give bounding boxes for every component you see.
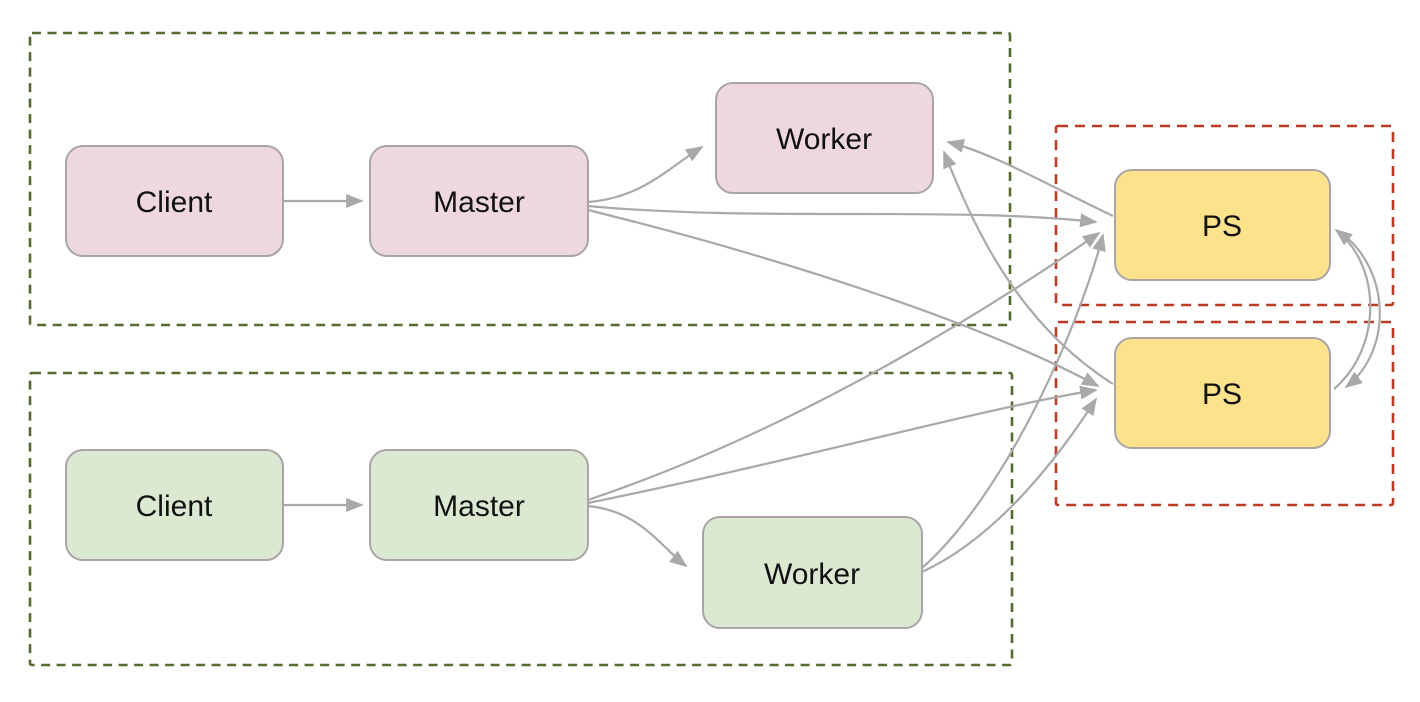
worker-top-label: Worker: [776, 123, 872, 156]
edge-ps-bottom-to-worker-top: [942, 150, 1114, 385]
ps-bottom-label: PS: [1202, 378, 1242, 411]
client-top-label: Client: [136, 186, 213, 219]
node-master-bottom: Master: [369, 449, 589, 561]
ps-top-label: PS: [1202, 210, 1242, 243]
ps-group-bottom-border: [1054, 320, 1395, 507]
node-worker-top: Worker: [715, 82, 934, 194]
group-top-border: [28, 31, 1012, 327]
edge-worker-bottom-to-ps-bottom: [921, 397, 1097, 573]
node-worker-bottom: Worker: [702, 516, 923, 629]
group-bottom-border: [28, 371, 1014, 667]
client-bottom-label: Client: [136, 490, 213, 523]
worker-bottom-box: [702, 516, 923, 629]
client-bottom-box: [65, 449, 284, 561]
edge-master-top-to-worker-top: [587, 146, 704, 204]
edge-ps-top-to-ps-bottom: [1339, 231, 1381, 389]
edge-master-bottom-to-ps-top: [587, 231, 1101, 502]
edge-ps-top-to-worker-top: [946, 139, 1114, 217]
node-ps-top: PS: [1114, 169, 1331, 281]
master-bottom-label: Master: [433, 490, 525, 523]
node-client-top: Client: [65, 145, 284, 257]
edges: [283, 139, 1381, 573]
edge-master-top-to-ps-bottom: [587, 208, 1100, 387]
client-top-box: [65, 145, 284, 257]
master-top-label: Master: [433, 186, 525, 219]
ps-group-top-border: [1054, 124, 1395, 307]
worker-bottom-label: Worker: [764, 558, 860, 591]
worker-top-box: [715, 82, 934, 194]
edge-master-top-to-ps-top: [587, 204, 1098, 228]
ps-bottom-box: [1114, 337, 1331, 449]
master-top-box: [369, 145, 589, 257]
node-client-bottom: Client: [65, 449, 284, 561]
node-master-top: Master: [369, 145, 589, 257]
node-ps-bottom: PS: [1114, 337, 1331, 449]
edge-master-bottom-to-worker-bottom: [587, 504, 688, 568]
edge-worker-bottom-to-ps-top: [921, 233, 1106, 569]
edge-ps-bottom-to-ps-top: [1333, 228, 1372, 390]
ps-top-box: [1114, 169, 1331, 281]
edge-master-bottom-to-ps-bottom: [587, 385, 1098, 505]
master-bottom-box: [369, 449, 589, 561]
